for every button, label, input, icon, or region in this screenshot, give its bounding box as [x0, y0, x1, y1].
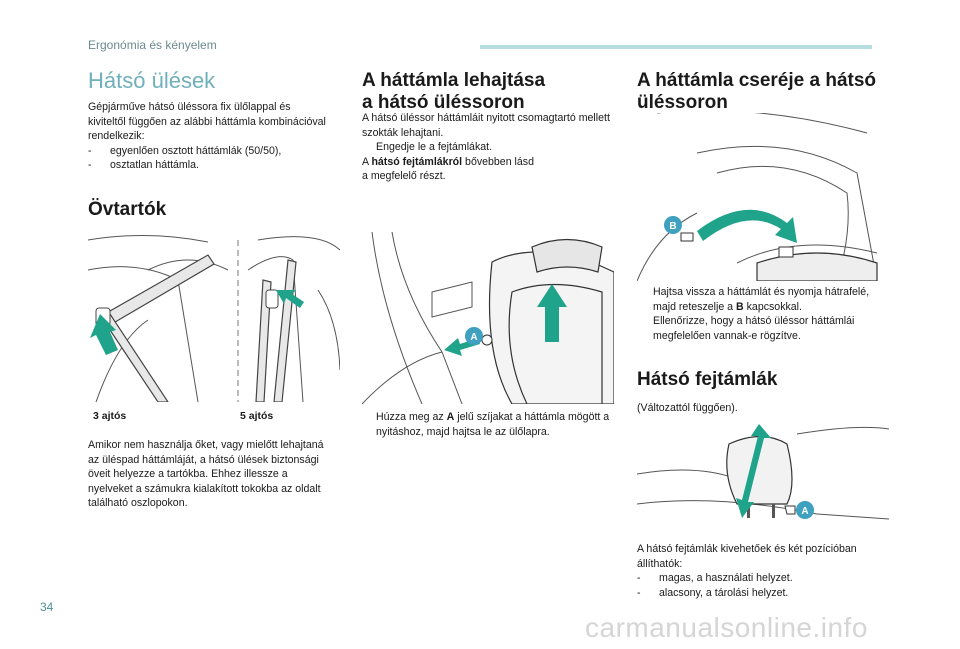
replace-title: A háttámla cseréje a hátsó üléssoron	[637, 70, 877, 113]
fold-step: Húzza meg az A jelű szíjakat a háttámla …	[362, 410, 614, 439]
belts-text: Amikor nem használja őket, vagy mielőtt …	[88, 439, 324, 510]
seatbelt-illustration	[88, 230, 340, 402]
fold-seat-illustration: A	[362, 232, 614, 404]
list-item: Engedje le a fejtámlákat.	[376, 141, 493, 154]
fold-text: A hátsó üléssor háttámláit nyitott csoma…	[362, 111, 614, 184]
intro-block: Gépjárműve hátsó üléssora fix ülőlappal …	[88, 100, 328, 173]
marker-a-headrest: A	[801, 506, 808, 517]
headrest-title: Hátsó fejtámlák	[637, 369, 778, 390]
list-item: Hajtsa vissza a háttámlát és nyomja hátr…	[653, 286, 870, 313]
watermark: carmanualsonline.info	[585, 612, 868, 643]
headrest-illustration: A	[637, 424, 889, 528]
intro-text: Gépjárműve hátsó üléssora fix ülőlappal …	[88, 101, 326, 143]
section-header: Ergonómia és kényelem	[88, 38, 217, 52]
label-3door: 3 ajtós	[93, 410, 127, 422]
replace-steps: Hajtsa vissza a háttámlát és nyomja hátr…	[637, 285, 892, 343]
marker-b: B	[669, 221, 676, 232]
label-5door: 5 ajtós	[240, 410, 274, 422]
headrest-note: (Változattól függően).	[637, 402, 738, 414]
marker-a: A	[470, 332, 477, 343]
belts-title: Övtartók	[88, 199, 167, 220]
replace-seat-illustration: B	[637, 113, 889, 281]
page-number: 34	[40, 600, 54, 614]
fold-title: A háttámla lehajtása a hátsó üléssoron	[362, 70, 546, 113]
list-item: -osztatlan háttámla.	[88, 159, 199, 172]
list-item: Ellenőrizze, hogy a hátsó üléssor háttám…	[653, 315, 855, 342]
list-item: -egyenlően osztott háttámlák (50/50),	[88, 144, 282, 157]
header-rule	[480, 45, 872, 49]
page-title: Hátsó ülések	[88, 68, 216, 93]
headrest-text-block: A hátsó fejtámlák kivehetőek és két pozí…	[637, 542, 892, 600]
list-item: Húzza meg az A jelű szíjakat a háttámla …	[376, 411, 610, 438]
list-item: -alacsony, a tárolási helyzet.	[637, 586, 789, 599]
list-item: -magas, a használati helyzet.	[637, 572, 793, 585]
